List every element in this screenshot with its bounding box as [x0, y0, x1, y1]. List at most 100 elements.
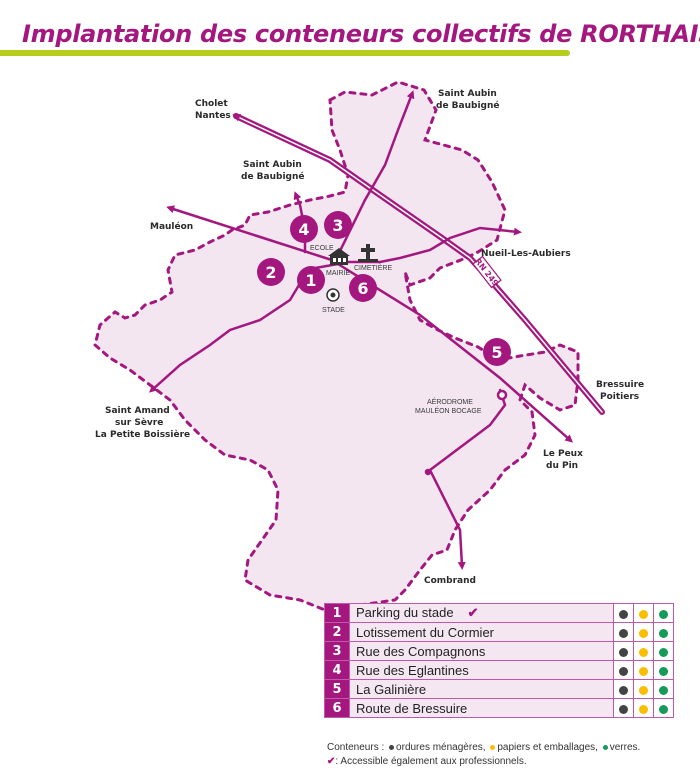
- marker-4[interactable]: 4: [290, 215, 318, 243]
- label-saint-amand-3: La Petite Boissière: [95, 429, 190, 440]
- road-mauleon: [166, 205, 340, 264]
- ordures-dot-icon: [389, 744, 395, 750]
- note-ordures: ordures ménagères,: [396, 742, 486, 753]
- verres-dot-icon: [659, 666, 668, 676]
- label-nantes: Nantes: [195, 111, 231, 121]
- label-le-peux-1: Le Peux: [543, 449, 583, 459]
- papiers-cell: [633, 679, 654, 699]
- label-saint-amand-1: Saint Amand: [105, 406, 170, 416]
- marker-2[interactable]: 2: [257, 258, 285, 286]
- svg-text:5: 5: [491, 343, 502, 362]
- legend-row-name-text: Parking du stade: [356, 605, 454, 620]
- ordures-cell: [613, 603, 634, 623]
- legend-row-name: Parking du stade ✔: [349, 603, 614, 623]
- cross-icon: [358, 244, 378, 262]
- legend-row-number: 3: [324, 641, 350, 661]
- label-nueil: Nueil-Les-Aubiers: [481, 249, 571, 259]
- check-icon: ✔: [467, 605, 479, 620]
- verres-cell: [653, 641, 674, 661]
- ordures-dot-icon: [619, 647, 628, 657]
- ordures-cell: [613, 698, 634, 718]
- label-saint-aubin-nw-1: Saint Aubin: [243, 160, 302, 170]
- ordures-cell: [613, 641, 634, 661]
- label-le-peux-2: du Pin: [546, 461, 578, 471]
- label-poitiers: Poitiers: [600, 392, 639, 402]
- legend-note-pro: ✔: Accessible également aux professionne…: [327, 756, 527, 767]
- legend-row-name: Rue des Compagnons: [349, 641, 614, 661]
- verres-dot-icon: [659, 685, 668, 695]
- legend-row-name-text: Rue des Compagnons: [356, 643, 486, 659]
- legend-row-number: 2: [324, 622, 350, 642]
- check-icon: ✔: [327, 756, 336, 767]
- verres-cell: [653, 622, 674, 642]
- note-pro-text: : Accessible également aux professionnel…: [335, 756, 527, 767]
- road-nueil: [336, 226, 522, 264]
- label-saint-aubin-ne-1: Saint Aubin: [438, 89, 497, 99]
- road-saint-aubin-ne: [336, 90, 415, 257]
- ordures-cell: [613, 679, 634, 699]
- verres-cell: [653, 660, 674, 680]
- papiers-dot-icon: [639, 628, 648, 638]
- label-cimetiere: CIMETIÈRE: [354, 263, 392, 272]
- note-papiers: papiers et emballages,: [497, 742, 598, 753]
- label-bressuire: Bressuire: [596, 380, 644, 390]
- mairie-icon: [328, 248, 350, 265]
- ordures-cell: [613, 660, 634, 680]
- label-cholet: Cholet: [195, 99, 228, 109]
- note-prefix: Conteneurs :: [327, 742, 385, 753]
- legend-row-number: 1: [324, 603, 350, 623]
- ordures-dot-icon: [619, 609, 628, 619]
- legend-row-name-text: La Galinière: [356, 681, 427, 697]
- football-icon: [326, 288, 340, 302]
- marker-5[interactable]: 5: [483, 338, 511, 366]
- verres-dot-icon: [602, 744, 608, 750]
- legend-row-name: Route de Bressuire: [349, 698, 614, 718]
- legend-row-name: Lotissement du Cormier: [349, 622, 614, 642]
- papiers-cell: [633, 641, 654, 661]
- legend-row: 1 Parking du stade ✔: [324, 603, 674, 623]
- legend-row-name-text: Lotissement du Cormier: [356, 624, 494, 640]
- ordures-dot-icon: [619, 704, 628, 714]
- marker-3[interactable]: 3: [324, 211, 352, 239]
- verres-cell: [653, 603, 674, 623]
- legend-row-number: 6: [324, 698, 350, 718]
- svg-text:6: 6: [357, 279, 368, 298]
- container-legend-table: 1 Parking du stade ✔ 2 Lotissement du Cormie…: [324, 603, 674, 718]
- papiers-dot-icon: [639, 685, 648, 695]
- papiers-dot-icon: [639, 647, 648, 657]
- marker-6[interactable]: 6: [349, 274, 377, 302]
- rn249-badge: RN 249: [472, 255, 502, 289]
- verres-cell: [653, 679, 674, 699]
- verres-dot-icon: [659, 704, 668, 714]
- papiers-dot-icon: [639, 704, 648, 714]
- verres-dot-icon: [659, 647, 668, 657]
- papiers-cell: [633, 622, 654, 642]
- marker-1[interactable]: 1: [297, 266, 325, 294]
- legend-row-name-text: Route de Bressuire: [356, 700, 468, 716]
- label-saint-aubin-nw-2: de Baubigné: [241, 171, 305, 182]
- legend-row-name: La Galinière: [349, 679, 614, 699]
- commune-area: [93, 80, 580, 614]
- legend-row: 3 Rue des Compagnons: [324, 641, 674, 661]
- svg-text:3: 3: [332, 216, 343, 235]
- svg-text:1: 1: [305, 271, 316, 290]
- papiers-dot-icon: [639, 609, 648, 619]
- papiers-cell: [633, 603, 654, 623]
- legend-row: 6 Route de Bressuire: [324, 698, 674, 718]
- verres-cell: [653, 698, 674, 718]
- verres-dot-icon: [659, 628, 668, 638]
- label-saint-amand-2: sur Sèvre: [115, 417, 163, 428]
- papiers-dot-icon: [490, 744, 496, 750]
- legend-row-number: 4: [324, 660, 350, 680]
- svg-text:2: 2: [265, 263, 276, 282]
- ordures-dot-icon: [619, 666, 628, 676]
- legend-row-name: Rue des Eglantines: [349, 660, 614, 680]
- label-aerodrome-2: MAULÉON BOCAGE: [415, 406, 482, 415]
- ordures-cell: [613, 622, 634, 642]
- label-mauleon: Mauléon: [150, 221, 193, 232]
- papiers-dot-icon: [639, 666, 648, 676]
- label-combrand: Combrand: [424, 576, 476, 586]
- label-mairie: MAIRIE: [326, 270, 350, 277]
